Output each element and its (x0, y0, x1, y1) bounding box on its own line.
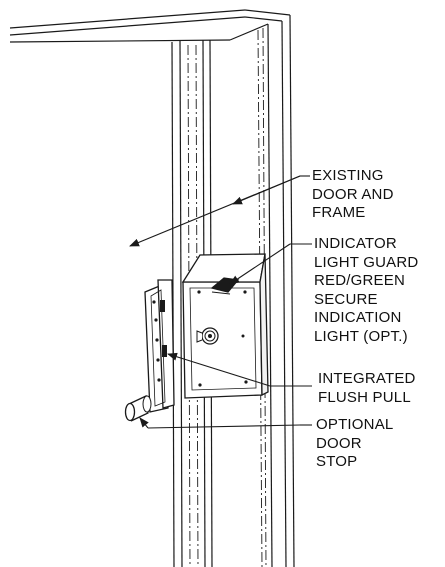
callout-line: FLUSH PULL (318, 388, 411, 406)
callout-indicator-light-guard: INDICATOR LIGHT GUARD RED/GREEN SECURE I… (314, 235, 418, 346)
callout-line: EXISTING (312, 167, 384, 184)
callout-line: INDICATION (314, 309, 402, 326)
callout-line: FRAME (312, 204, 366, 221)
lock-housing (181, 253, 269, 399)
callout-line: INTEGRATED (318, 370, 416, 387)
callout-line: DOOR (316, 434, 362, 452)
callout-line: STOP (316, 453, 358, 470)
strike-plate (144, 279, 175, 413)
callout-line: DOOR AND (312, 185, 394, 203)
callout-line: LIGHT GUARD (314, 253, 419, 271)
callout-line: RED/GREEN (314, 272, 405, 289)
callout-integrated-flush-pull: INTEGRATED FLUSH PULL (318, 370, 416, 407)
callout-optional-door-stop: OPTIONAL DOOR STOP (316, 416, 393, 472)
callout-line: OPTIONAL (316, 416, 394, 433)
callout-line: INDICATOR (314, 235, 397, 252)
callout-existing-door-frame: EXISTING DOOR AND FRAME (312, 167, 394, 223)
leader-lines (129, 175, 312, 429)
callout-line: SECURE (314, 290, 378, 308)
door-stop (124, 395, 152, 422)
callout-line: LIGHT (OPT.) (314, 327, 408, 345)
